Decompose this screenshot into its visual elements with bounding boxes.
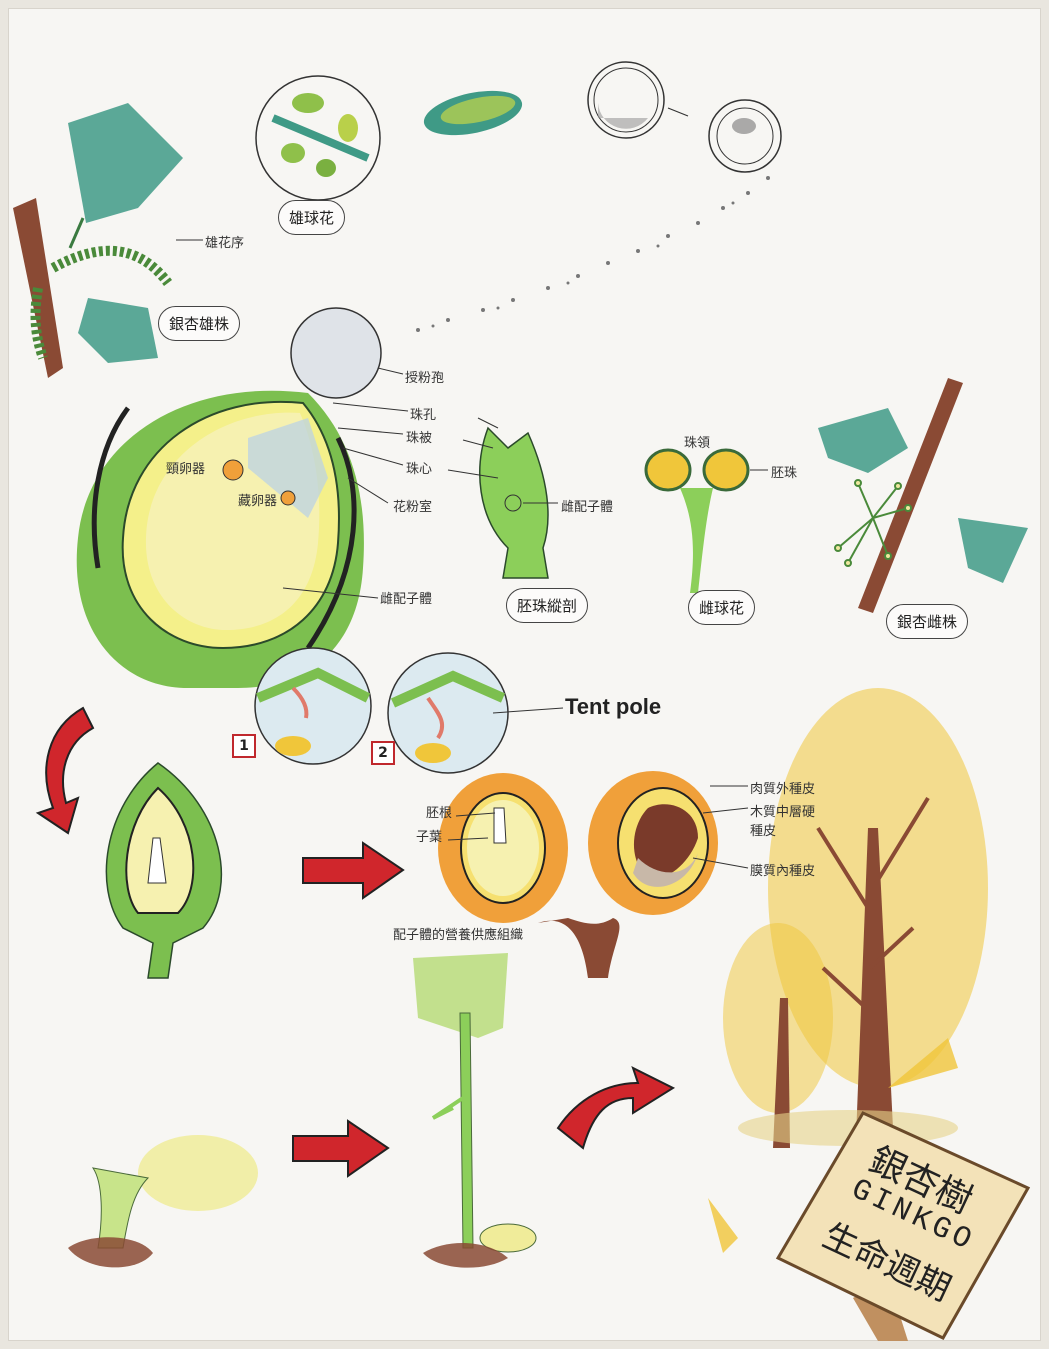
seed-embryo [106,763,221,978]
female-cone [646,450,768,593]
label-pollen-grain: 授粉孢 [405,367,444,386]
label-cotyledon: 子葉 [416,826,442,845]
label-nucellus: 珠心 [406,458,432,477]
label-pollen-chamber: 花粉室 [393,496,432,515]
bubble-female-tree: 銀杏雌株 [886,604,968,639]
ginkgo-seeds [438,771,748,978]
fertilization-step-2 [388,653,563,773]
arrow-right-1 [303,843,403,898]
label-archegonium: 頸卵器 [166,458,205,477]
germinating-seed [68,1135,258,1267]
seedling [413,953,536,1268]
arrow-right-2 [293,1121,388,1176]
label-female-gametophyte: 雌配子體 [380,588,432,607]
label-inner-seed-coat: 膜質內種皮 [750,860,815,879]
step-1-marker: 1 [232,734,256,758]
ovule-cross-section [77,391,408,688]
label-ovule-gametophyte: 雌配子體 [561,496,613,515]
label-male-strobilus: 雄花序 [205,232,244,251]
pollen-grains [588,62,781,172]
label-collar: 珠領 [684,432,710,451]
fertilization-step-1 [255,648,371,764]
ovule-longitudinal [448,418,558,578]
pollen-grain-large [291,308,381,398]
male-strobilus-catkin [53,251,168,283]
label-egg: 藏卵器 [238,490,277,509]
male-leaf-top [68,103,183,223]
male-leaf-bottom [78,298,158,363]
label-radicle: 胚根 [426,802,452,821]
arrow-right-3 [558,1068,673,1148]
female-branch [818,378,1028,613]
step-2-marker: 2 [371,741,395,765]
bubble-male-tree: 銀杏雄株 [158,306,240,341]
label-outer-seed-coat: 肉質外種皮 [750,778,815,797]
bubble-male-cone: 雄球花 [278,200,345,235]
label-ovule: 胚珠 [771,462,797,481]
label-tent-pole: Tent pole [565,694,661,720]
bubble-ovule-section: 胚珠縱剖 [506,588,588,623]
label-micropyle: 珠孔 [410,404,436,423]
bubble-female-cone: 雌球花 [688,590,755,625]
arrow-curved-1 [38,708,93,833]
male-branch-trunk [13,198,63,378]
male-cone-detail [256,76,380,200]
label-middle-seed-coat: 木質中層硬種皮 [750,801,815,839]
pollen-trail [416,176,770,332]
label-endosperm: 配子體的營養供應組織 [393,924,543,943]
paper-sheet: 雄花序 銀杏雄株 雄球花 授粉孢 珠孔 珠被 珠心 花粉室 頸卵器 藏卵器 雌配… [8,8,1041,1341]
label-integument: 珠被 [406,427,432,446]
